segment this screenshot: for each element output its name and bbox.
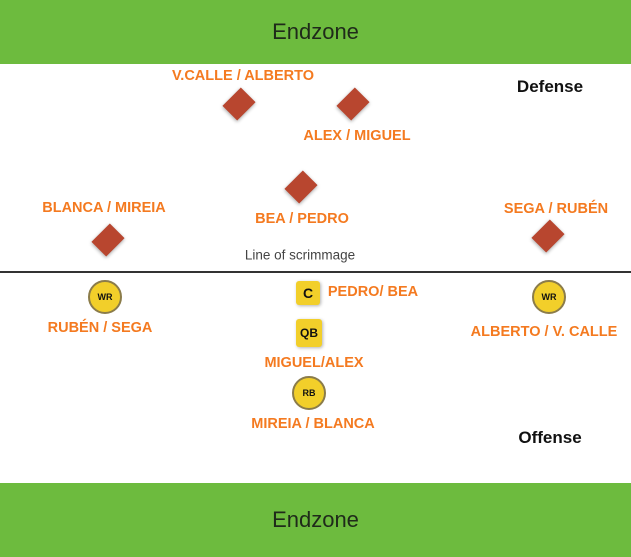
offense-label: Offense: [518, 428, 582, 447]
defender-marker: [284, 170, 318, 204]
offense-label: MIGUEL/ALEX: [264, 355, 364, 371]
wr-left-marker: WR: [88, 280, 122, 314]
defender-marker: [222, 87, 256, 121]
endzone-top: Endzone: [0, 0, 631, 64]
offense-label: PEDRO/ BEA: [327, 284, 419, 300]
defender-label: SEGA / RUBÉN: [503, 201, 609, 217]
endzone-top-label: Endzone: [272, 19, 359, 44]
qb-marker: QB: [296, 319, 322, 347]
offense-label: ALBERTO / V. CALLE: [470, 324, 618, 340]
defender-label: ALEX / MIGUEL: [303, 128, 411, 144]
center-marker: C: [296, 281, 320, 305]
offense-label: MIREIA / BLANCA: [251, 416, 375, 432]
defender-marker: [336, 87, 370, 121]
line-of-scrimmage: [0, 271, 631, 273]
defense-label: Defense: [516, 77, 584, 96]
line-of-scrimmage-label: Line of scrimmage: [244, 247, 356, 263]
wr-right-marker: WR: [532, 280, 566, 314]
defender-label: BLANCA / MIREIA: [42, 200, 166, 216]
defender-marker: [531, 219, 565, 253]
endzone-bottom-label: Endzone: [272, 507, 359, 532]
defender-label: BEA / PEDRO: [255, 211, 349, 227]
endzone-bottom: Endzone: [0, 483, 631, 557]
defender-marker: [91, 223, 125, 257]
offense-label: RUBÉN / SEGA: [47, 320, 153, 336]
rb-marker: RB: [292, 376, 326, 410]
defender-label: V.CALLE / ALBERTO: [171, 68, 315, 84]
